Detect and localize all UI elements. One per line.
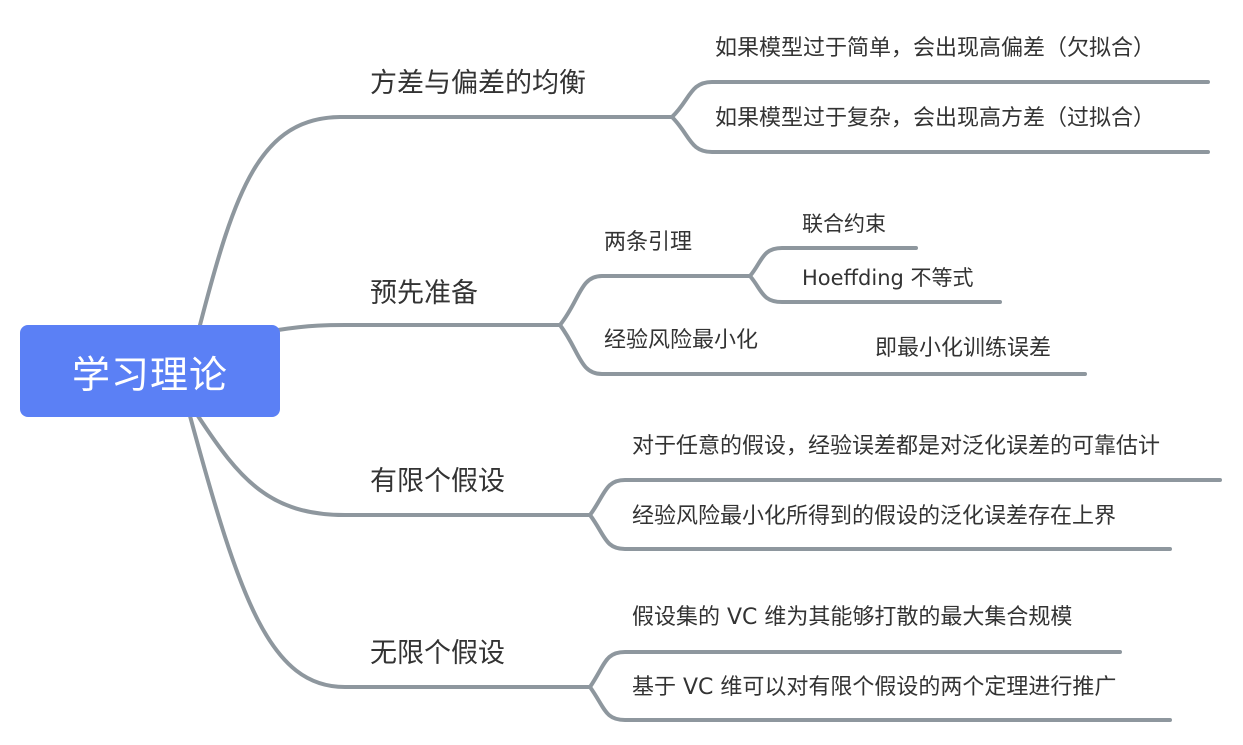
leaf-vc-generalization[interactable]: 基于 VC 维可以对有限个假设的两个定理进行推广 <box>632 675 1117 700</box>
branch-label-bias-variance[interactable]: 方差与偏差的均衡 <box>370 68 586 99</box>
connector-branch-2-child-1 <box>588 513 1172 551</box>
root-label: 学习理论 <box>71 352 228 397</box>
connector-lemma-child-1 <box>748 274 1002 304</box>
node-two-lemmas[interactable]: 两条引理 <box>604 230 693 255</box>
connector-branch-3-child-0 <box>588 650 1122 689</box>
connector-branch-2-child-0 <box>588 478 1222 517</box>
leaf-hoeffding[interactable]: Hoeffding 不等式 <box>802 266 974 290</box>
leaf-vc-dimension[interactable]: 假设集的 VC 维为其能够打散的最大集合规模 <box>632 605 1073 630</box>
leaf-underfit[interactable]: 如果模型过于简单，会出现高偏差（欠拟合） <box>715 36 1156 61</box>
connector-branch-0-child-0 <box>670 80 1210 119</box>
leaf-empirical-error-estimate[interactable]: 对于任意的假设，经验误差都是对泛化误差的可靠估计 <box>632 434 1161 459</box>
connector-root-branch-2 <box>196 414 592 517</box>
connector-branch-3-child-1 <box>588 685 1172 722</box>
node-erm[interactable]: 经验风险最小化 <box>604 328 759 353</box>
connector-branch-1-child-0 <box>558 274 752 327</box>
branch-label-finite-hypotheses[interactable]: 有限个假设 <box>370 466 505 497</box>
connector-root-branch-0 <box>198 115 674 327</box>
branch-label-preparation[interactable]: 预先准备 <box>370 278 478 309</box>
root-node[interactable] <box>20 325 280 417</box>
connector-root-branch-3 <box>188 414 592 689</box>
connector-lemma-child-0 <box>748 246 918 278</box>
connector-branch-1-child-1 <box>558 323 822 376</box>
leaf-union-bound[interactable]: 联合约束 <box>802 212 886 236</box>
leaf-generalization-upper-bound[interactable]: 经验风险最小化所得到的假设的泛化误差存在上界 <box>632 504 1117 529</box>
connector-root-branch-1 <box>276 323 562 332</box>
leaf-min-training-error[interactable]: 即最小化训练误差 <box>875 336 1052 361</box>
connector-branch-0-child-1 <box>670 115 1210 154</box>
leaf-overfit[interactable]: 如果模型过于复杂，会出现高方差（过拟合） <box>715 106 1156 131</box>
branch-label-infinite-hypotheses[interactable]: 无限个假设 <box>370 638 505 669</box>
